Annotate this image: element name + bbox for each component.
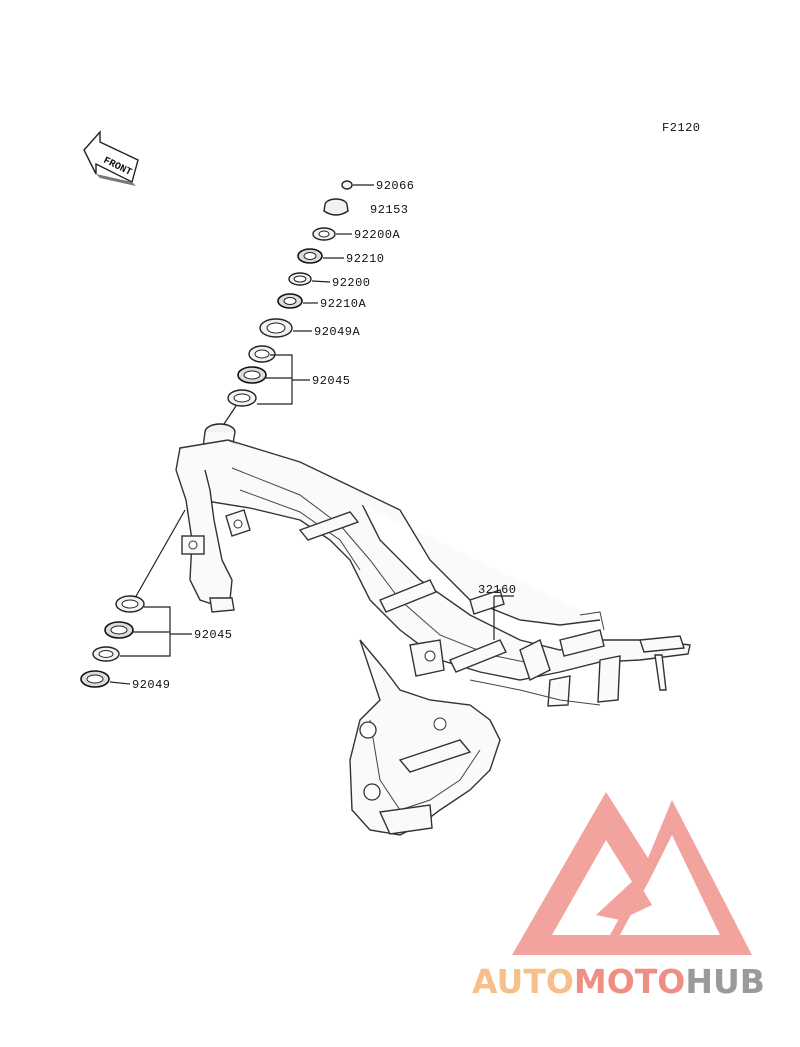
label-92200A: 92200A (354, 228, 401, 242)
cap-92066 (341, 180, 353, 190)
stem-nut-92153 (323, 198, 349, 216)
label-92200: 92200 (332, 276, 371, 290)
figure-code: F2120 (662, 121, 701, 135)
label-92210A: 92210A (320, 297, 367, 311)
label-92045-upper: 92045 (312, 374, 351, 388)
label-92049: 92049 (132, 678, 171, 692)
label-92153: 92153 (370, 203, 409, 217)
automotohub-logo-icon (512, 792, 752, 955)
lower-bearing-stack (80, 509, 192, 688)
front-arrow-icon: FRONT (83, 130, 139, 186)
frame-32160 (175, 423, 691, 836)
watermark-moto: MOTO (573, 962, 686, 1001)
watermark-text: AUTOMOTOHUB (472, 962, 765, 1001)
label-92210: 92210 (346, 252, 385, 266)
label-92045-lower: 92045 (194, 628, 233, 642)
watermark-hub: HUB (685, 962, 765, 1001)
label-92049A: 92049A (314, 325, 361, 339)
label-32160: 32160 (478, 583, 517, 597)
label-92066: 92066 (376, 179, 415, 193)
watermark-auto: AUTO (472, 962, 574, 1001)
steering-parts-stack (223, 180, 374, 425)
